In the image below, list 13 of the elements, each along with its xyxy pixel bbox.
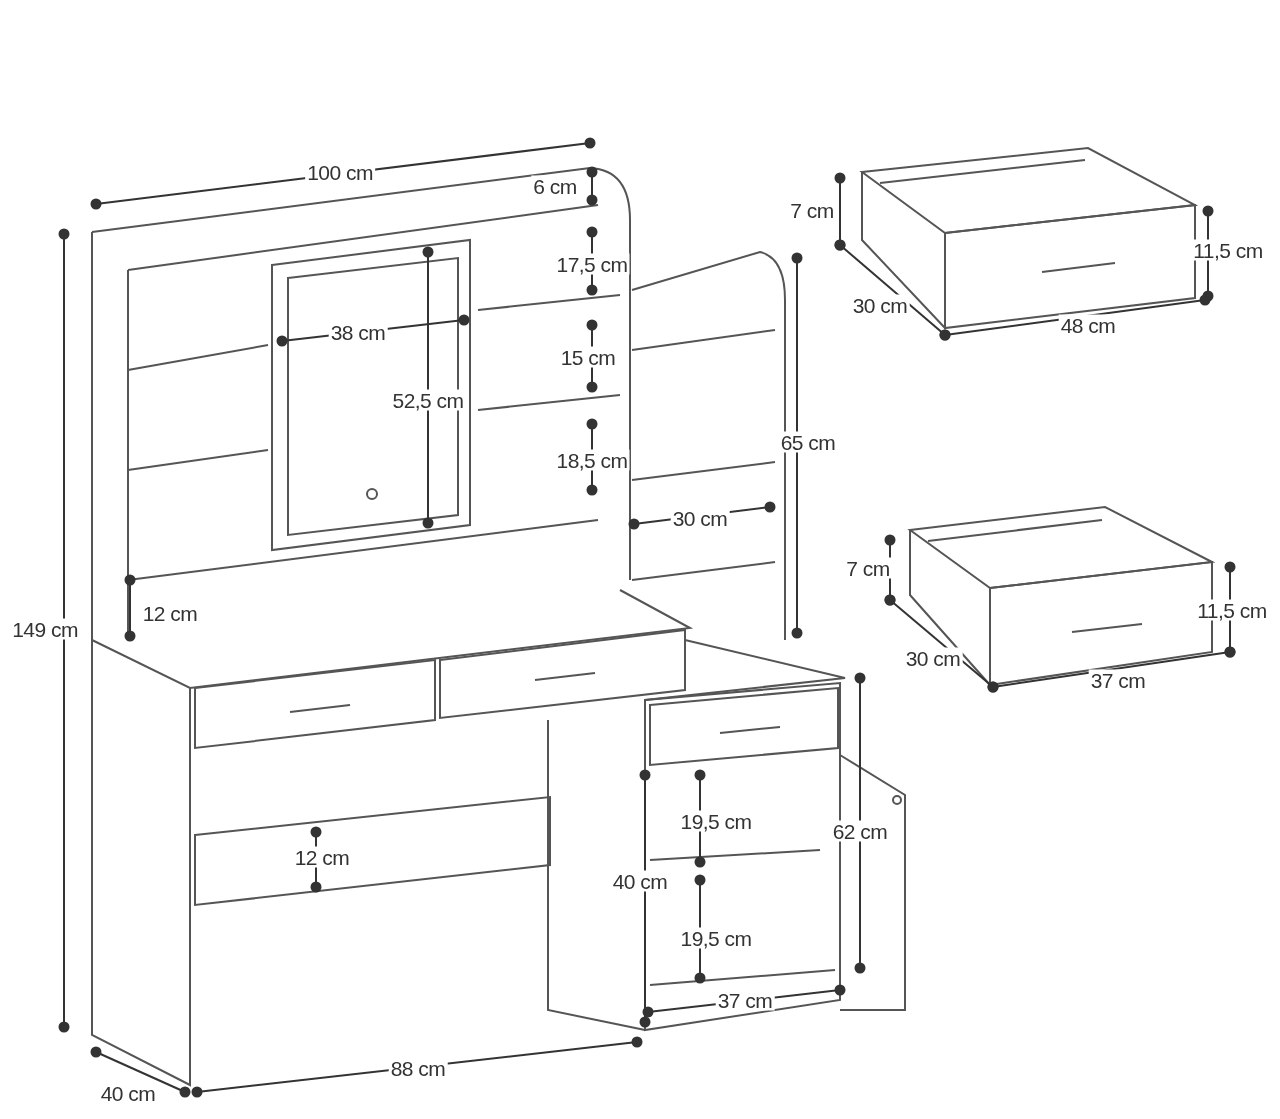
- dimension-label: 7 cm: [844, 557, 892, 579]
- dimension-label: 37 cm: [1088, 669, 1148, 691]
- dimension-label: 11,5 cm: [1195, 599, 1269, 621]
- dimension-label: 52,5 cm: [390, 389, 466, 411]
- dimension-label: 30 cm: [903, 647, 963, 669]
- dimension-label: 149 cm: [10, 618, 80, 640]
- dimension-label: 40 cm: [610, 870, 670, 892]
- dimension-label: 6 cm: [531, 175, 579, 197]
- dimension-label: 62 cm: [830, 820, 890, 842]
- dimension-label: 11,5 cm: [1191, 239, 1265, 261]
- dimension-label: 65 cm: [778, 431, 838, 453]
- dimension-label: 48 cm: [1058, 314, 1118, 336]
- dimension-label: 30 cm: [850, 294, 910, 316]
